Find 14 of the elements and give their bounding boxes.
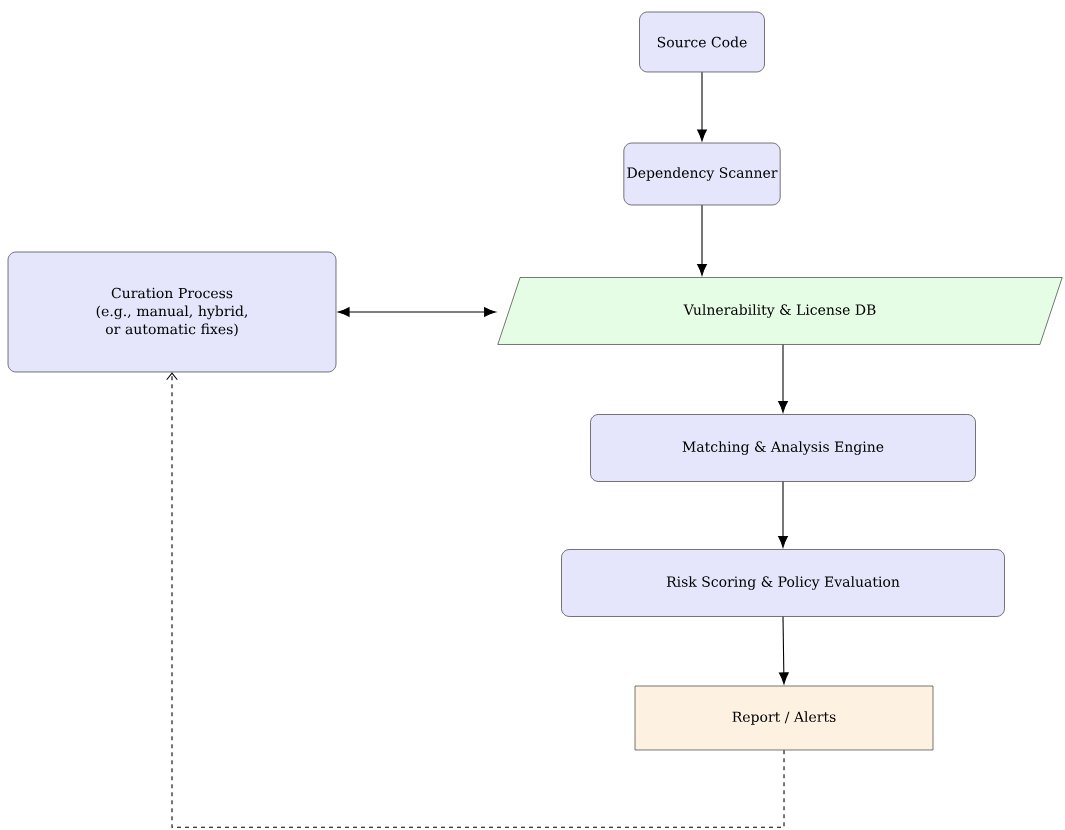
arrow — [337, 307, 496, 317]
arrow — [778, 616, 789, 685]
arrow — [697, 204, 707, 276]
arrow — [778, 481, 788, 548]
arrow — [778, 344, 788, 413]
process-box: Curation Process (e.g., manual, hybrid, or automatic fixes) — [7, 251, 337, 373]
process-box: Source Code — [639, 11, 765, 73]
output-box: Report / Alerts — [634, 685, 934, 751]
process-box: Dependency Scanner — [623, 142, 781, 206]
process-box: Matching & Analysis Engine — [590, 414, 976, 482]
process-box: Risk Scoring & Policy Evaluation — [561, 549, 1005, 617]
arrow — [166, 372, 785, 828]
arrow — [697, 71, 707, 142]
database-parallelogram: Vulnerability & License DB — [497, 277, 1063, 345]
